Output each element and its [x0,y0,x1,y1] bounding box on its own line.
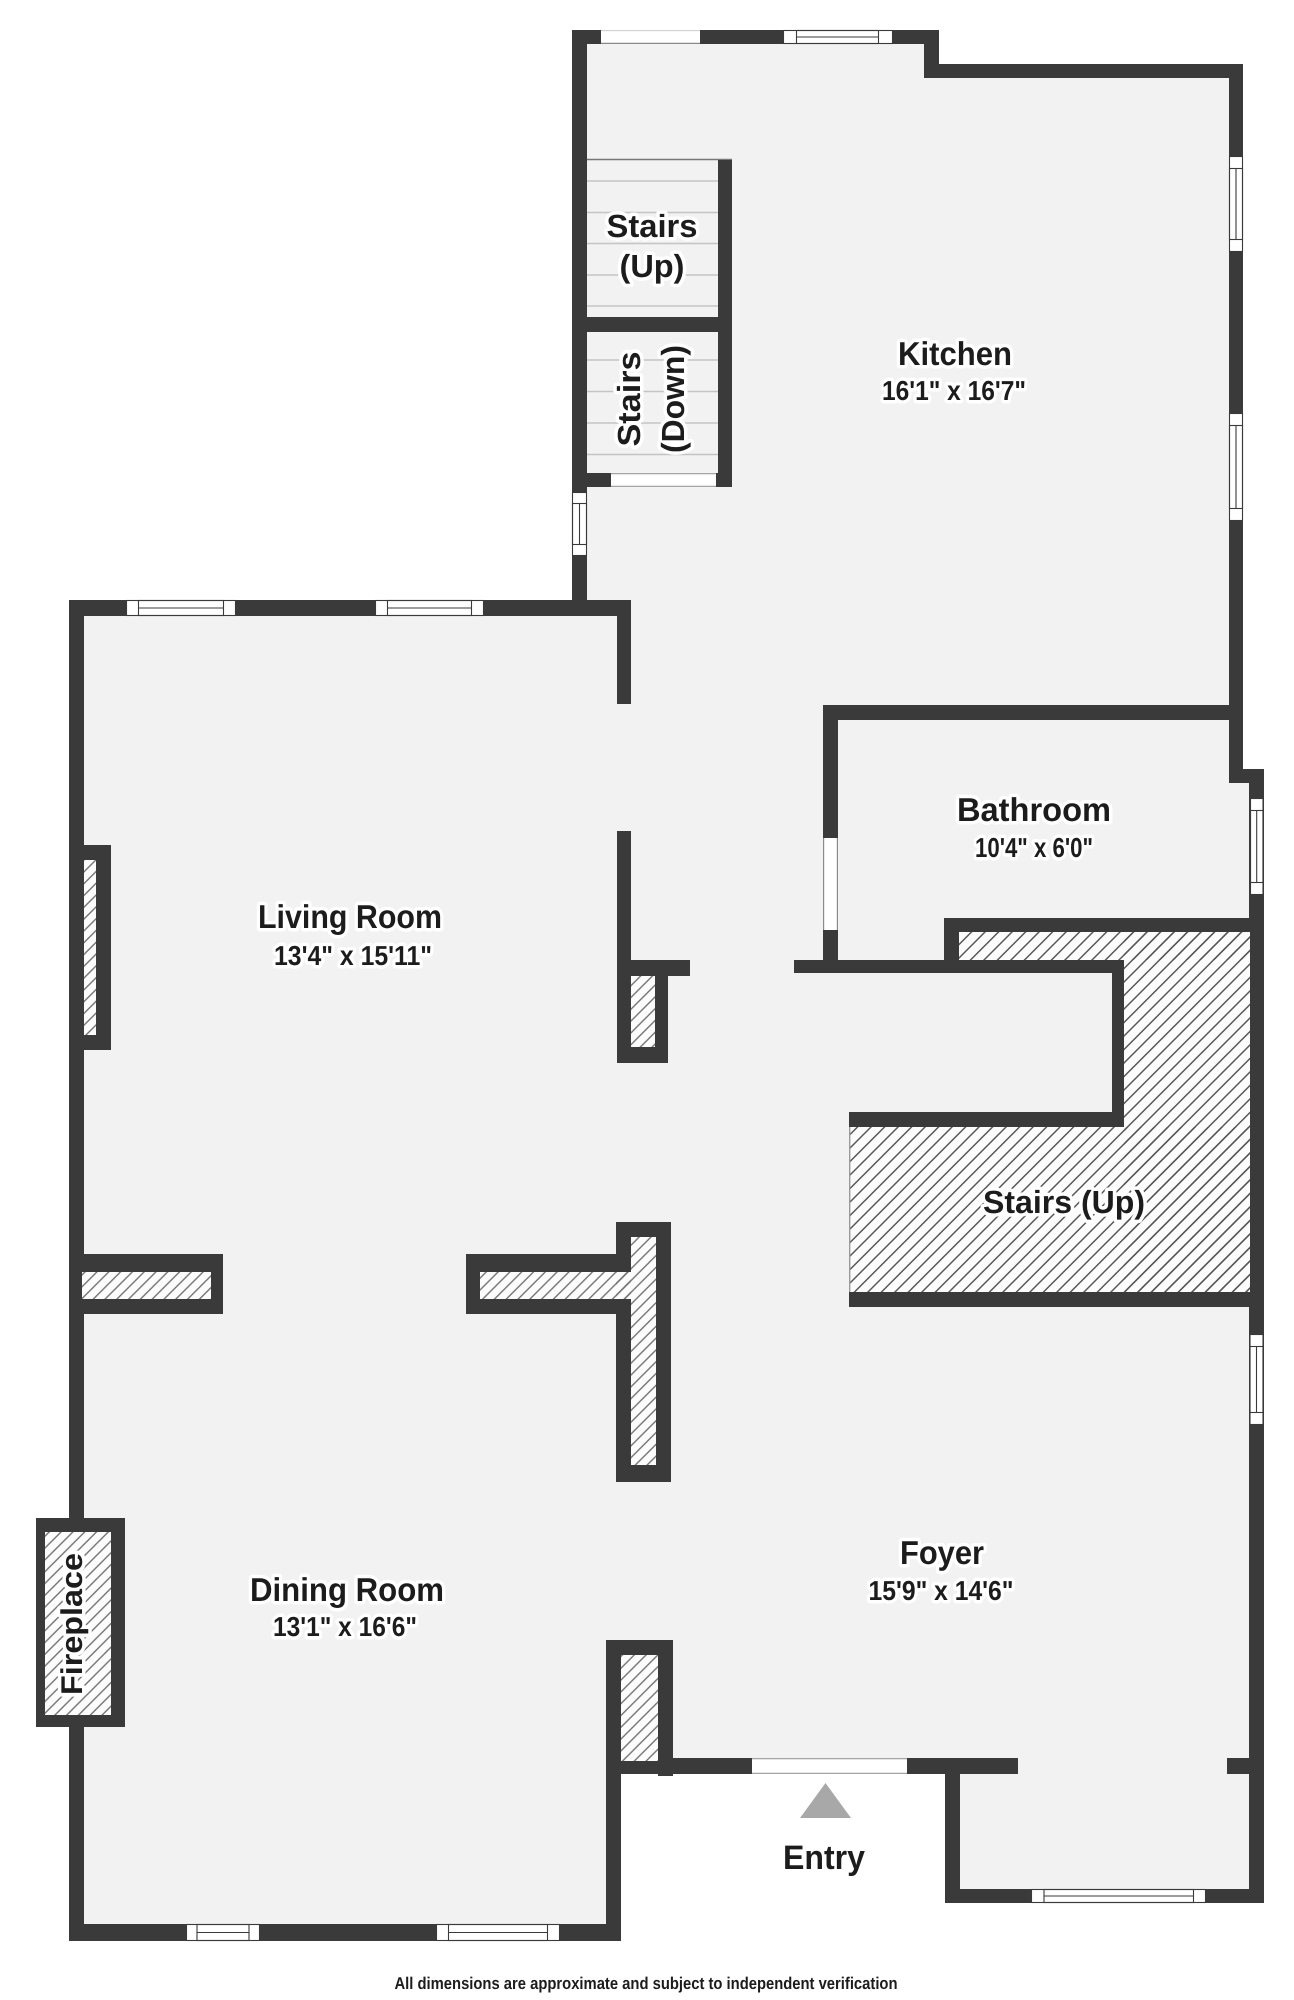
svg-text:Stairs (Up): Stairs (Up) [983,1184,1145,1220]
svg-text:(Up): (Up) [620,248,685,284]
svg-text:13'1" x 16'6": 13'1" x 16'6" [273,1611,417,1642]
svg-text:Dining Room: Dining Room [250,1571,444,1608]
svg-text:Entry: Entry [783,1839,865,1877]
svg-text:15'9" x 14'6": 15'9" x 14'6" [869,1575,1014,1606]
svg-text:Living Room: Living Room [258,898,442,935]
svg-text:Bathroom: Bathroom [957,791,1111,828]
svg-text:13'4" x 15'11": 13'4" x 15'11" [274,940,432,971]
svg-text:All dimensions are approximate: All dimensions are approximate and subje… [395,1974,898,1993]
svg-text:16'1" x 16'7": 16'1" x 16'7" [882,375,1026,406]
svg-text:Stairs: Stairs [611,352,647,447]
svg-text:Fireplace: Fireplace [56,1553,89,1695]
svg-text:Stairs: Stairs [607,208,698,244]
svg-text:(Down): (Down) [655,345,691,453]
svg-text:10'4" x 6'0": 10'4" x 6'0" [975,832,1093,863]
svg-text:Foyer: Foyer [900,1534,984,1571]
svg-text:Kitchen: Kitchen [898,335,1012,372]
